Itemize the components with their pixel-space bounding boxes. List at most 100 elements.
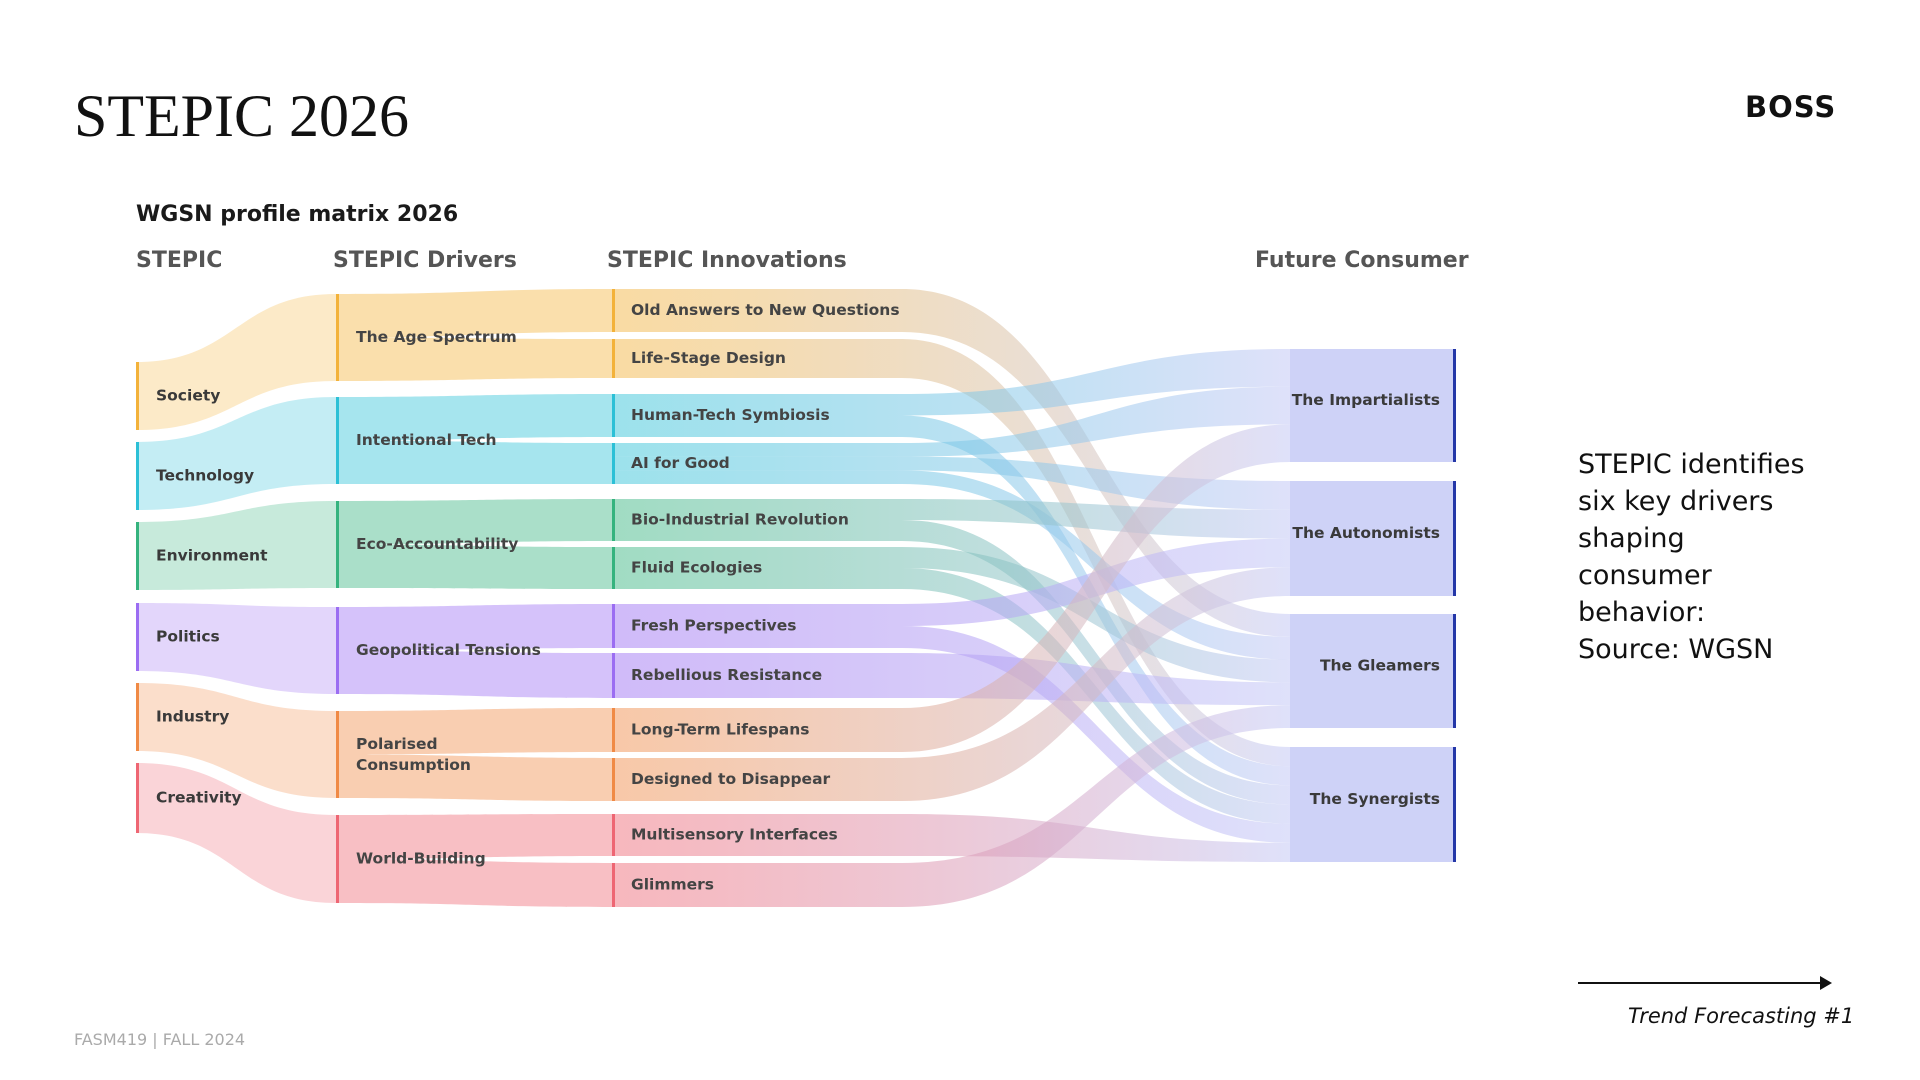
innovation-node-fluid-ecologies: Fluid Ecologies [631,559,762,577]
driver-node-bar [336,815,339,903]
stepic-node-bar [136,683,139,751]
driver-node-intentional-tech: Intentional Tech [356,431,497,449]
stepic-node-industry: Industry [156,708,229,726]
innovation-node-old-answers-to-new-questions: Old Answers to New Questions [631,301,900,319]
flow-fresh-perspectives-to-the-synergists [612,626,1290,843]
driver-node-polarised-consumption-line-2: Consumption [356,756,471,774]
slide-title: STEPIC 2026 [74,83,410,149]
flow-glimmers-to-the-gleamers [612,705,1290,907]
diagram-title: WGSN profile matrix 2026 [136,202,459,227]
consumer-node-bar [1453,481,1456,596]
flow-the-age-spectrum-to-old-answers-to-new-questions [336,289,612,338]
innovation-node-glimmers: Glimmers [631,876,714,894]
footer-series-label: Trend Forecasting #1 [1628,1004,1855,1028]
flow-eco-accountability-to-bio-industrial-revolution [336,499,612,545]
innovation-node-rebellious-resistance: Rebellious Resistance [631,666,822,684]
innovation-node-bio-industrial-revolution: Bio-Industrial Revolution [631,511,849,529]
stepic-node-environment: Environment [156,547,268,565]
driver-node-bar [336,397,339,484]
flow-world-building-to-glimmers [336,859,612,907]
column-header-drivers: STEPIC Drivers [333,248,517,273]
flow-bio-industrial-revolution-to-the-autonomists [612,499,1290,539]
stepic-node-technology: Technology [156,467,254,485]
side-note-line: Source: WGSN [1578,634,1774,665]
column-header-innovations: STEPIC Innovations [607,248,847,273]
innovation-node-multisensory-interfaces: Multisensory Interfaces [631,826,838,844]
driver-node-bar [336,294,339,381]
flow-human-tech-symbiosis-to-the-impartialists [612,349,1290,416]
innovation-node-bar [612,653,615,698]
flow-industry-to-polarised-consumption [136,683,336,798]
flow-fluid-ecologies-to-the-gleamers [612,547,1290,683]
driver-node-bar [336,501,339,588]
consumer-node-box [1290,349,1456,462]
flow-technology-to-intentional-tech [136,397,336,510]
flow-intentional-tech-to-ai-for-good [336,440,612,484]
flow-geopolitical-tensions-to-fresh-perspectives [336,604,612,651]
consumer-node-the-autonomists: The Autonomists [1292,524,1440,542]
flow-ai-for-good-to-the-impartialists [612,386,1290,457]
stepic-node-bar [136,603,139,671]
arrow-line [1578,982,1826,984]
stepic-node-creativity: Creativity [156,789,242,807]
innovation-node-bar [612,547,615,589]
stepic-node-society: Society [156,387,220,405]
flow-ai-for-good-to-the-autonomists [612,456,1290,510]
side-note: STEPIC identifies six key drivers shapin… [1578,446,1838,668]
flow-long-term-lifespans-to-the-impartialists [612,424,1290,752]
driver-node-world-building: World-Building [356,850,486,868]
innovation-node-bar [612,499,615,541]
driver-node-bar [336,711,339,798]
flow-designed-to-disappear-to-the-autonomists [612,567,1290,801]
innovation-node-designed-to-disappear: Designed to Disappear [631,770,831,788]
innovation-node-life-stage-design: Life-Stage Design [631,349,786,367]
innovation-node-bar [612,394,615,437]
driver-node-geopolitical-tensions: Geopolitical Tensions [356,641,541,659]
innovation-node-bar [612,604,615,648]
flow-society-to-the-age-spectrum [136,294,336,430]
consumer-node-bar [1453,747,1456,862]
stepic-node-bar [136,522,139,590]
flow-polarised-consumption-to-long-term-lifespans [336,708,612,755]
flows-layer [136,289,1290,907]
flow-geopolitical-tensions-to-rebellious-resistance [336,650,612,698]
innovation-node-ai-for-good: AI for Good [631,454,730,472]
arrow-right-icon [1820,976,1832,990]
column-header-future-consumer: Future Consumer [1255,248,1469,273]
flow-fluid-ecologies-to-the-synergists [612,568,1290,824]
flow-eco-accountability-to-fluid-ecologies [336,544,612,589]
consumer-node-bar [1453,614,1456,728]
flow-bio-industrial-revolution-to-the-synergists [612,520,1290,805]
side-note-line: six key drivers [1578,486,1774,517]
flow-ai-for-good-to-the-gleamers [612,470,1290,660]
driver-node-polarised-consumption-line-1: Polarised [356,735,438,753]
consumer-node-box [1290,481,1456,596]
flow-environment-to-eco-accountability [136,501,336,590]
innovation-node-bar [612,708,615,752]
consumer-node-the-impartialists: The Impartialists [1292,391,1440,409]
flow-rebellious-resistance-to-the-gleamers [612,653,1290,706]
innovation-node-human-tech-symbiosis: Human-Tech Symbiosis [631,406,830,424]
innovation-node-bar [612,339,615,378]
side-note-line: consumer [1578,560,1712,591]
side-note-line: STEPIC identifies [1578,449,1805,480]
footer-course-label: FASM419 | FALL 2024 [74,1030,246,1049]
stepic-node-bar [136,763,139,833]
driver-node-bar [336,607,339,694]
column-header-stepic: STEPIC [136,248,223,273]
flow-intentional-tech-to-human-tech-symbiosis [336,394,612,441]
brand-logo: BOSS [1745,90,1837,124]
innovation-node-bar [612,863,615,907]
flow-creativity-to-world-building [136,763,336,903]
consumer-node-bar [1453,349,1456,462]
stepic-node-bar [136,362,139,430]
flow-multisensory-interfaces-to-the-synergists [612,814,1290,862]
consumer-node-the-synergists: The Synergists [1310,790,1440,808]
side-note-line: shaping [1578,523,1685,554]
flow-politics-to-geopolitical-tensions [136,603,336,694]
innovation-node-fresh-perspectives: Fresh Perspectives [631,617,797,635]
nodes-layer: SocietyTechnologyEnvironmentPoliticsIndu… [136,289,1456,907]
side-note-line: behavior: [1578,597,1706,628]
stepic-node-bar [136,442,139,510]
innovation-node-bar [612,758,615,801]
